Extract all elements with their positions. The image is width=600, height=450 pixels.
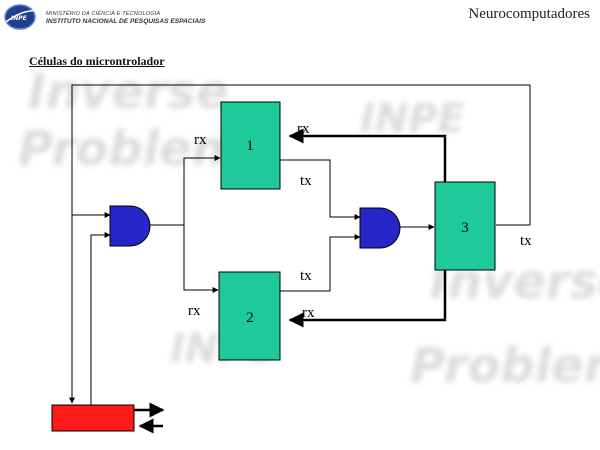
logo-ministry-text: MINISTÉRIO DA CIÊNCIA E TECNOLOGIA xyxy=(46,11,161,17)
cell-3: 3 xyxy=(434,181,496,271)
logo-institute-text: INSTITUTO NACIONAL DE PESQUISAS ESPACIAI… xyxy=(46,18,206,25)
watermark: Inverse Problem INPE Inverse INPE Proble… xyxy=(18,64,600,394)
feedback-wire xyxy=(69,84,531,404)
cell-2: 2 xyxy=(218,271,281,361)
inpe-logo: INPE MINISTÉRIO DA CIÊNCIA E TECNOLOGIA … xyxy=(2,2,212,32)
inpe-logo-icon: INPE xyxy=(4,4,43,30)
page-title: Neurocomputadores xyxy=(468,6,590,22)
and-gate-b xyxy=(359,207,401,249)
watermark-text: Problem xyxy=(18,121,242,177)
and-gate-a xyxy=(109,205,151,247)
to-cell2-rx-wire xyxy=(183,225,219,293)
controller-block xyxy=(51,402,165,434)
logo-badge: INPE xyxy=(11,15,28,22)
cell2-rx-right-label: rx xyxy=(302,305,315,321)
cell-1-label: 1 xyxy=(246,138,254,154)
rx-feedback-arrows xyxy=(288,128,447,328)
cell1-tx-label: tx xyxy=(300,173,312,189)
cell1-rx-left-label: rx xyxy=(194,132,207,148)
watermark-text: Problem xyxy=(410,338,600,394)
cell3-to-cell1-rx-wire xyxy=(288,128,447,182)
cell1-rx-right-label: rx xyxy=(297,121,310,137)
watermark-text: Inverse xyxy=(28,64,229,120)
controller-to-gate-wire xyxy=(90,232,111,405)
connection-lines xyxy=(69,84,531,405)
to-cell1-rx-wire xyxy=(183,155,221,225)
cell2-tx-wire xyxy=(280,234,361,292)
cell3-to-cell2-rx-wire xyxy=(288,270,447,328)
cell1-tx-wire xyxy=(280,159,361,220)
cell2-tx-label: tx xyxy=(300,268,312,284)
watermark-text: INPE xyxy=(360,96,465,142)
cell-3-label: 3 xyxy=(461,220,469,236)
cell-1: 1 xyxy=(220,101,281,190)
cell2-rx-left-label: rx xyxy=(188,303,201,319)
cell-2-label: 2 xyxy=(246,310,254,326)
section-title: Células do microntrolador xyxy=(29,54,165,68)
cell3-tx-label: tx xyxy=(520,233,532,249)
